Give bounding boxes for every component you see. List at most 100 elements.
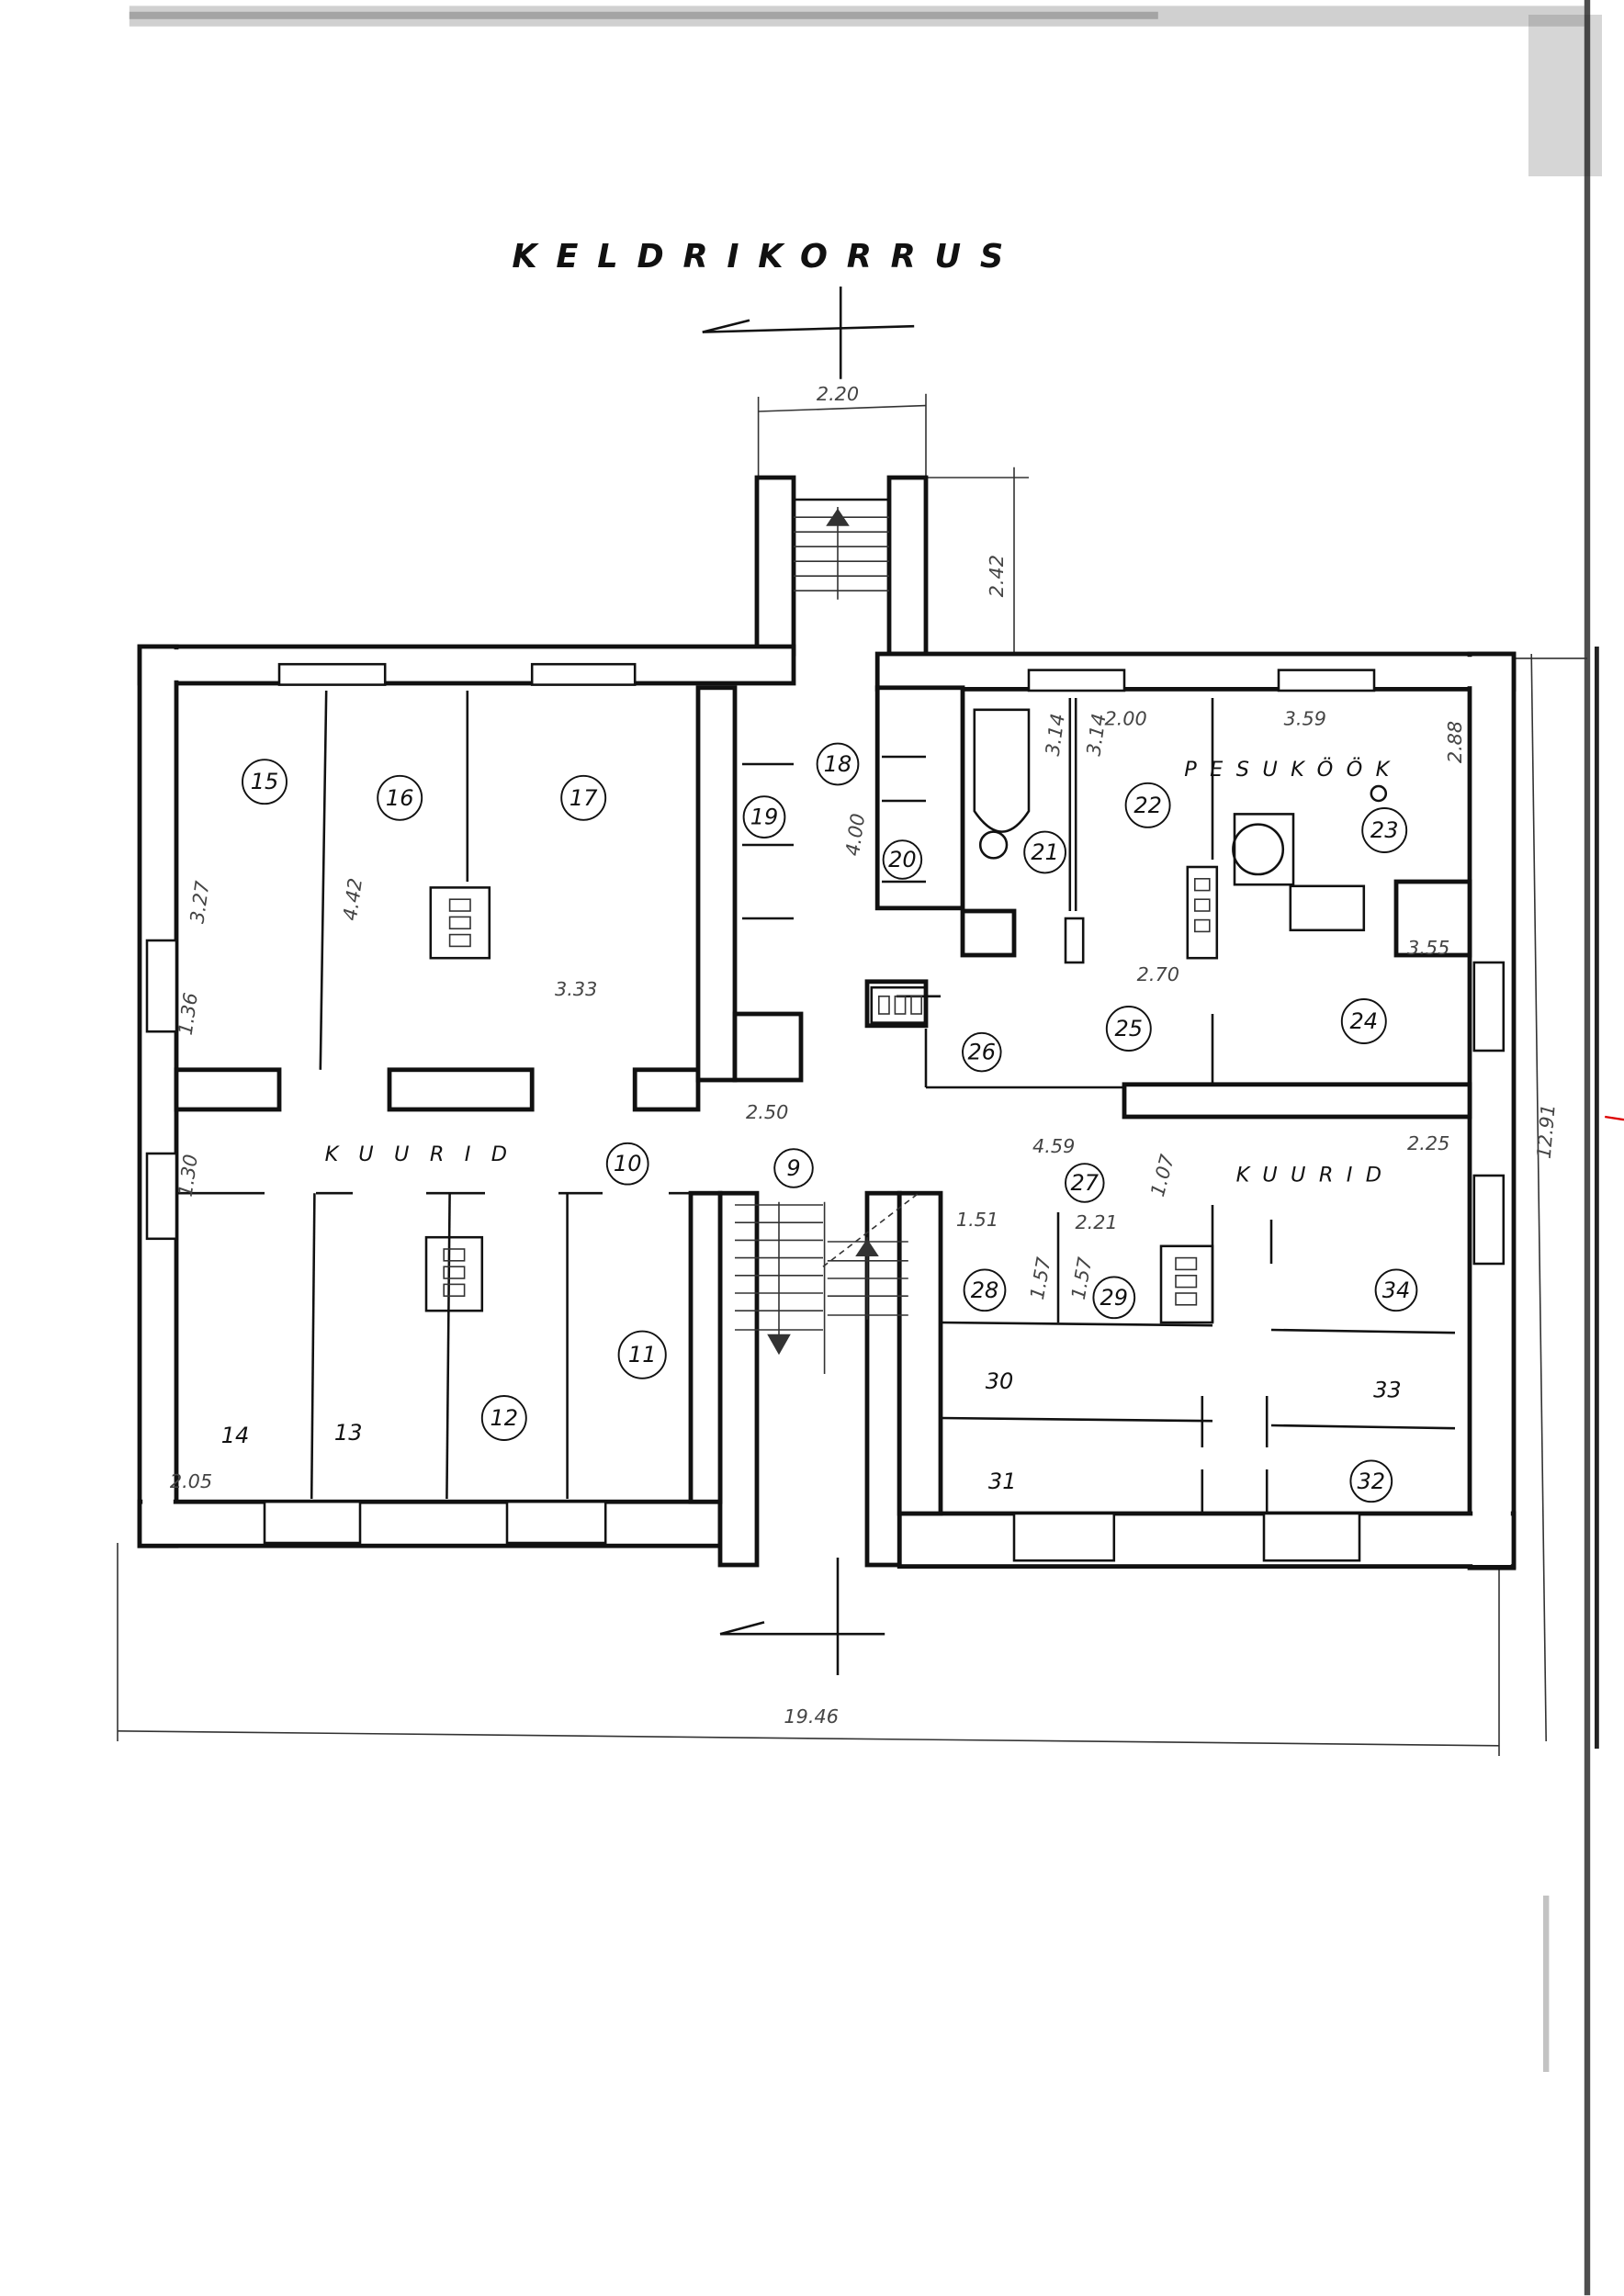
room-11: 11 <box>617 1330 667 1379</box>
room-number: 28 <box>971 1277 999 1303</box>
room-9: 9 <box>773 1148 814 1188</box>
dimension-label: 2.88 <box>1444 721 1466 763</box>
dimension-label: 4.59 <box>1032 1135 1075 1157</box>
room-numbers: 9 10 11 12 13 14 15 16 17 18 19 20 21 22… <box>221 742 1418 1503</box>
dimension-label: 2.42 <box>986 555 1008 597</box>
dimension-label: 1.51 <box>956 1209 998 1231</box>
room-number: 14 <box>221 1423 250 1448</box>
dimension-label: 2.25 <box>1407 1132 1449 1154</box>
room-34: 34 <box>1374 1268 1418 1312</box>
room-30: 30 <box>986 1368 1014 1394</box>
room-12: 12 <box>480 1395 527 1441</box>
room-number: 25 <box>1115 1016 1144 1041</box>
room-label-sheds-right: KUURID <box>1236 1163 1395 1187</box>
room-16: 16 <box>377 774 423 821</box>
room-number: 20 <box>888 847 917 872</box>
dimension-label: 1.07 <box>1146 1152 1179 1199</box>
dimension-label: 3.33 <box>555 978 597 1000</box>
axis-mark-top <box>702 287 915 379</box>
dimension-label: 4.42 <box>339 877 367 922</box>
chimney <box>870 985 928 1024</box>
dimension-label: 1.57 <box>1026 1255 1055 1301</box>
room-number: 15 <box>251 769 279 794</box>
room-17: 17 <box>560 774 607 821</box>
dimension-label: 2.50 <box>746 1101 788 1123</box>
room-number: 30 <box>986 1368 1014 1394</box>
laundry-boiler <box>1232 823 1285 876</box>
room-10: 10 <box>605 1142 649 1186</box>
scan-noise <box>129 0 1624 2296</box>
chimney <box>1159 1244 1214 1324</box>
dimension-label: 3.55 <box>1407 937 1449 959</box>
room-number: 22 <box>1133 793 1162 818</box>
room-23: 23 <box>1361 807 1408 853</box>
room-20: 20 <box>882 839 923 880</box>
room-number: 26 <box>968 1040 997 1065</box>
fixtures <box>388 708 1388 1324</box>
room-label-laundry: PESUKÖÖK <box>1184 756 1402 782</box>
room-21: 21 <box>1023 830 1066 874</box>
dimension-label: 12.91 <box>1533 1103 1560 1159</box>
floor-drain-icon <box>1370 784 1388 803</box>
dimension-label: 2.20 <box>817 383 859 405</box>
room-number: 16 <box>386 785 414 811</box>
room-26: 26 <box>962 1031 1002 1073</box>
room-number: 21 <box>1031 839 1059 865</box>
room-number: 32 <box>1358 1469 1386 1494</box>
room-number: 33 <box>1373 1378 1402 1403</box>
axis-mark-bottom <box>719 1558 885 1675</box>
chimney <box>429 886 491 960</box>
outer-walls <box>137 644 1517 1570</box>
stairs-bottom <box>735 1192 919 1374</box>
stair-arrow-icon <box>826 508 850 526</box>
room-number: 11 <box>628 1342 657 1367</box>
room-number: 34 <box>1382 1277 1411 1303</box>
stair-tower-top <box>754 475 929 657</box>
dimension-lines <box>117 393 1587 1756</box>
dimension-label: 2.70 <box>1137 963 1179 985</box>
room-27: 27 <box>1065 1163 1105 1203</box>
bathtub <box>973 708 1031 833</box>
room-18: 18 <box>816 742 860 786</box>
stair-arrow-icon <box>767 1334 791 1356</box>
room-28: 28 <box>963 1268 1007 1312</box>
stair-arrow-icon <box>855 1238 879 1256</box>
room-number: 24 <box>1350 1008 1379 1034</box>
room-number: 29 <box>1100 1285 1129 1311</box>
room-label-sheds-left: KUURID <box>325 1142 528 1166</box>
dimension-label: 3.59 <box>1284 707 1326 729</box>
dimension-labels: 2.20 2.42 19.46 12.91 4.42 3.33 1.36 2.5… <box>170 383 1560 1728</box>
room-25: 25 <box>1105 1006 1152 1052</box>
room-number: 12 <box>491 1405 519 1431</box>
room-number: 19 <box>750 805 779 830</box>
room-13: 13 <box>334 1420 363 1446</box>
room-29: 29 <box>1092 1276 1136 1320</box>
interior-walls <box>174 685 1472 1516</box>
room-33: 33 <box>1373 1378 1402 1403</box>
dimension-label: 2.05 <box>170 1470 212 1492</box>
dimension-label: 19.46 <box>784 1705 839 1728</box>
dimension-label: 2.21 <box>1075 1211 1117 1233</box>
room-24: 24 <box>1340 998 1387 1044</box>
room-19: 19 <box>742 795 786 838</box>
room-14: 14 <box>221 1423 250 1448</box>
room-32: 32 <box>1349 1459 1393 1503</box>
dimension-label: 1.57 <box>1067 1255 1097 1301</box>
windows <box>145 662 1506 1562</box>
room-number: 31 <box>988 1469 1017 1494</box>
dimension-label: 1.36 <box>175 991 202 1036</box>
room-number: 17 <box>570 785 598 811</box>
room-number: 18 <box>824 751 852 777</box>
plan-title: KELDRIKORRUS <box>512 238 1022 276</box>
dimension-label: 4.00 <box>841 812 869 857</box>
room-number: 23 <box>1370 817 1399 843</box>
room-number: 27 <box>1071 1170 1100 1196</box>
dimension-label: 3.14 <box>1042 712 1069 757</box>
room-number: 13 <box>334 1420 363 1446</box>
dimension-label: 1.30 <box>175 1153 202 1198</box>
dimension-label: 3.27 <box>186 879 213 925</box>
chimney <box>424 1235 484 1312</box>
room-31: 31 <box>988 1469 1017 1494</box>
dimension-label: 2.00 <box>1104 707 1146 729</box>
